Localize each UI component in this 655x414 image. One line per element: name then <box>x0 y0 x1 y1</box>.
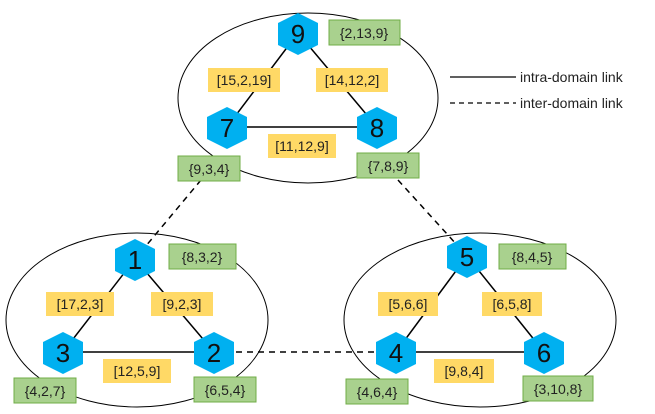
node-9: 9 <box>278 13 318 55</box>
svg-text:[6,5,8]: [6,5,8] <box>493 296 532 312</box>
node-4: 4 <box>376 332 416 374</box>
edge-label-7-8: [11,12,9] <box>268 134 336 158</box>
node-label-9: {2,13,9} <box>328 19 401 46</box>
node-label-2: {6,5,4} <box>193 376 257 403</box>
edge-label-4-6: [9,8,4] <box>434 359 494 383</box>
svg-text:{2,13,9}: {2,13,9} <box>340 25 389 41</box>
svg-text:[11,12,9]: [11,12,9] <box>275 138 328 154</box>
svg-text:{3,10,8}: {3,10,8} <box>534 381 583 397</box>
edge-label-1-3: [17,2,3] <box>46 292 114 316</box>
svg-text:[17,2,3]: [17,2,3] <box>57 296 104 312</box>
node-label-1: {8,3,2} <box>168 243 237 270</box>
domain-left <box>5 232 269 408</box>
edge-label-1-2: [9,2,3] <box>151 292 213 316</box>
svg-text:6: 6 <box>537 338 551 368</box>
edge-label-5-4: [5,6,6] <box>378 292 438 316</box>
node-5: 5 <box>447 236 487 278</box>
node-3: 3 <box>43 332 83 374</box>
edge-label-3-2: [12,5,9] <box>103 359 171 383</box>
svg-text:9: 9 <box>291 19 305 49</box>
svg-text:[14,12,2]: [14,12,2] <box>325 72 380 88</box>
svg-text:[12,5,9]: [12,5,9] <box>114 363 161 379</box>
svg-text:{4,2,7}: {4,2,7} <box>25 383 66 399</box>
node-8: 8 <box>357 107 397 149</box>
node-label-6: {3,10,8} <box>522 375 594 402</box>
svg-text:{6,5,4}: {6,5,4} <box>205 382 246 398</box>
node-label-3: {4,2,7} <box>13 377 77 404</box>
node-label-5: {8,4,5} <box>498 243 567 270</box>
node-label-8: {7,8,9} <box>356 152 420 179</box>
svg-text:5: 5 <box>460 242 474 272</box>
svg-text:[9,8,4]: [9,8,4] <box>445 363 484 379</box>
svg-text:{4,6,4}: {4,6,4} <box>357 384 398 400</box>
svg-text:4: 4 <box>389 338 403 368</box>
svg-text:[15,2,19]: [15,2,19] <box>217 72 272 88</box>
node-1: 1 <box>115 239 155 281</box>
svg-text:1: 1 <box>128 245 142 275</box>
svg-text:7: 7 <box>220 113 234 143</box>
node-7: 7 <box>207 107 247 149</box>
edge-label-5-6: [6,5,8] <box>482 292 542 316</box>
svg-text:[5,6,6]: [5,6,6] <box>389 296 428 312</box>
edge-label-9-7: [15,2,19] <box>208 68 280 92</box>
legend: intra-domain link inter-domain link <box>450 69 624 111</box>
node-6: 6 <box>524 332 564 374</box>
svg-text:{9,3,4}: {9,3,4} <box>189 161 230 177</box>
svg-text:[9,2,3]: [9,2,3] <box>163 296 202 312</box>
domain-right <box>343 232 617 408</box>
legend-intra-label: intra-domain link <box>520 69 624 85</box>
node-2: 2 <box>194 332 234 374</box>
node-label-4: {4,6,4} <box>345 378 409 405</box>
svg-text:{8,3,2}: {8,3,2} <box>182 249 223 265</box>
node-label-7: {9,3,4} <box>177 155 241 182</box>
legend-inter-label: inter-domain link <box>520 95 624 111</box>
domain-top <box>177 12 439 184</box>
svg-text:3: 3 <box>56 338 70 368</box>
svg-text:2: 2 <box>207 338 221 368</box>
edge-label-9-8: [14,12,2] <box>316 68 388 92</box>
svg-text:{8,4,5}: {8,4,5} <box>512 249 553 265</box>
svg-text:8: 8 <box>370 113 384 143</box>
svg-text:{7,8,9}: {7,8,9} <box>368 158 409 174</box>
